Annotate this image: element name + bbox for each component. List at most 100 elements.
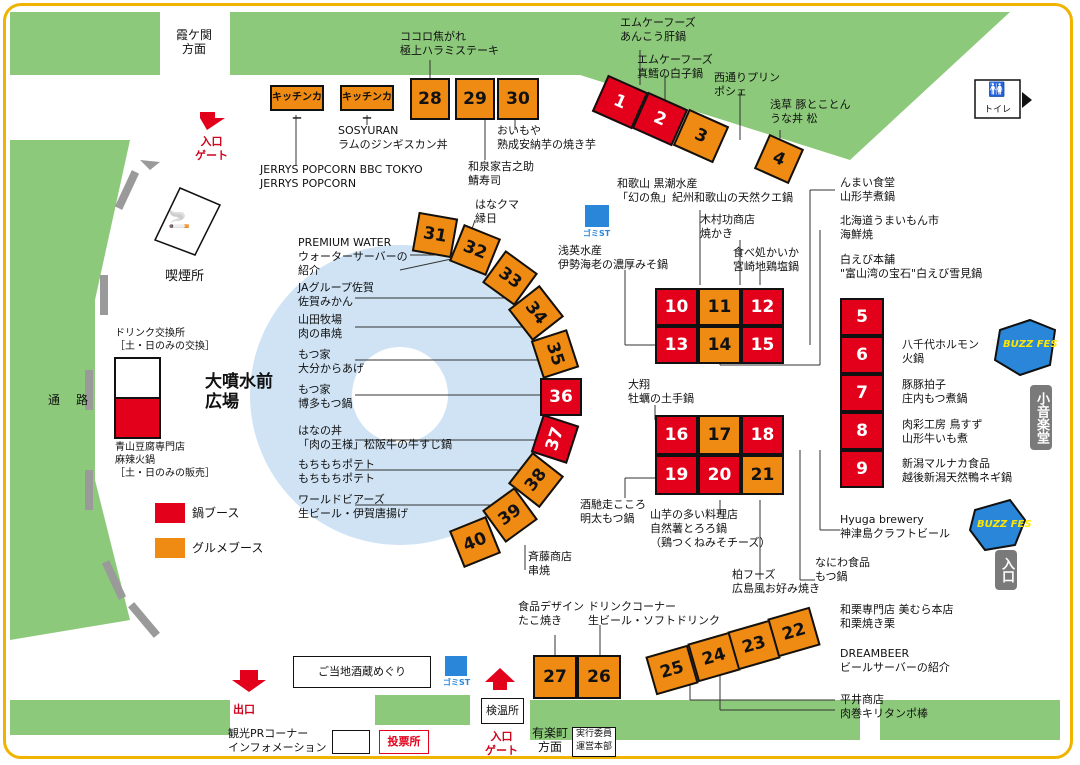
booth-5[interactable]: 5	[840, 298, 884, 336]
green-area-bottom-mid	[375, 695, 470, 725]
booth-19[interactable]: 19	[655, 455, 698, 495]
entrance-arrow-top	[200, 112, 225, 130]
booth-6[interactable]: 6	[840, 336, 884, 374]
legend-gurume-label: グルメブース	[192, 541, 264, 555]
exit-arrow	[232, 670, 266, 692]
trash-box-center	[585, 205, 609, 227]
stage-entrance-label: 入口	[995, 550, 1017, 590]
plaza-leader-lines	[355, 254, 555, 506]
plaza-label: 大噴水前広場	[205, 372, 273, 412]
label-entrance-top: 入口ゲート	[195, 135, 228, 162]
booth-11[interactable]: 11	[698, 288, 741, 326]
trash-box-bottom	[445, 656, 467, 676]
booth-9[interactable]: 9	[840, 450, 884, 488]
booth-18[interactable]: 18	[741, 415, 784, 455]
booth-15[interactable]: 15	[741, 326, 784, 364]
label-tonton: 豚豚拍子庄内もつ煮鍋	[902, 378, 968, 405]
trash-label-center: ゴミST	[583, 229, 611, 238]
smoking-area-label: 喫煙所	[165, 269, 205, 284]
label-yamada: 山田牧場肉の串焼	[298, 313, 342, 340]
drink-exchange-label: ドリンク交換所［土・日のみの交換］	[115, 328, 215, 352]
booth-26[interactable]: 26	[577, 655, 621, 699]
kanko-box	[332, 730, 370, 754]
buzz-fes-logo-top	[993, 318, 1057, 377]
label-mochimochi: もちもちポテトもちもちポテト	[298, 458, 375, 485]
label-asae: 浅英水産伊勢海老の濃厚みそ鍋	[558, 244, 668, 271]
legend-nabe-label: 鍋ブース	[192, 506, 240, 520]
smoking-icon: 🚬	[168, 209, 191, 230]
toilet-box	[974, 79, 1021, 119]
drink-shop-label: 青山豆腐専門店麻辣火鍋［土・日のみの販売］	[115, 442, 215, 479]
vote-box: 投票所	[379, 730, 429, 754]
label-road: 通 路	[48, 393, 91, 407]
label-entrance-bottom: 入口ゲート	[485, 730, 518, 757]
label-yamaimo: 山芋の多い料理店自然薯とろろ鍋（鶏つくねみそチーズ）	[650, 508, 771, 549]
booth-7[interactable]: 7	[840, 374, 884, 412]
label-shokuhin: 食品デザインたこ焼き	[518, 600, 584, 627]
green-area-left	[10, 140, 130, 640]
label-waguri: 和栗専門店 美むら本店和栗焼き栗	[840, 603, 954, 630]
label-kashiwa: 柏フーズ広島風お好み焼き	[732, 568, 820, 595]
label-hanano: はなの丼「肉の王様」松阪牛の牛すじ鍋	[298, 424, 452, 451]
leader-lines	[295, 50, 840, 711]
booth-31[interactable]: 31	[411, 211, 459, 259]
green-area-top-mid	[230, 12, 580, 75]
label-exit: 出口	[233, 703, 255, 716]
label-ja: JAグループ佐賀佐賀みかん	[298, 281, 374, 308]
label-kokoro: ココロ焦がれ極上ハラミステーキ	[400, 30, 499, 57]
kenon-box: 検温所	[481, 698, 524, 724]
road-arrows	[85, 160, 160, 638]
label-tabedokoro: 食べ処かいか宮崎地鶏塩鍋	[733, 246, 799, 273]
booth-21[interactable]: 21	[741, 455, 784, 495]
smoking-area-box	[153, 187, 222, 256]
buzz-fes-logo-bottom	[968, 498, 1027, 552]
label-nikusai: 肉彩工房 鳥すず山形牛いも煮	[902, 418, 983, 445]
label-niigata: 新潟マルナカ食品越後新潟天然鴨ネギ鍋	[902, 457, 1012, 484]
buzz-fes-logo-text-bottom: BUZZ FES	[977, 519, 1032, 530]
green-area-top-right	[580, 12, 1010, 160]
stage-small-label: 小音楽堂	[1030, 385, 1052, 450]
label-kasumigaseki: 霞ケ関方面	[176, 28, 213, 56]
label-izumi: 和泉家吉之助鯖寿司	[468, 160, 534, 187]
booth-27[interactable]: 27	[533, 655, 577, 699]
booth-13[interactable]: 13	[655, 326, 698, 364]
label-nmai: んまい食堂山形芋煮鍋	[840, 176, 895, 203]
booth-10[interactable]: 10	[655, 288, 698, 326]
label-mk-2: エムケーフーズ真鱈の白子鍋	[637, 53, 713, 80]
label-drink: ドリンクコーナー生ビール・ソフトドリンク	[588, 600, 720, 627]
booth-16[interactable]: 16	[655, 415, 698, 455]
entrance-arrow-bottom	[485, 668, 515, 690]
green-area-bottom-left	[10, 700, 230, 735]
booth-29[interactable]: 29	[455, 78, 495, 120]
booth-30[interactable]: 30	[497, 78, 539, 120]
booth-12[interactable]: 12	[741, 288, 784, 326]
label-motsuya-2: もつ家博多もつ鍋	[298, 383, 353, 410]
label-sakabashiri: 酒馳走こころ明太もつ鍋	[580, 498, 646, 525]
label-saito: 斉藤商店串焼	[528, 550, 572, 577]
booth-14[interactable]: 14	[698, 326, 741, 364]
label-yurakucho: 有楽町方面	[532, 726, 569, 754]
label-mk-1: エムケーフーズあんこう肝鍋	[620, 16, 696, 43]
booth-36[interactable]: 36	[540, 378, 582, 416]
booth-17[interactable]: 17	[698, 415, 741, 455]
kanko-label: 観光PRコーナーインフォメーション	[228, 727, 327, 754]
label-motsuya-1: もつ家大分からあげ	[298, 348, 364, 375]
legend-nabe-swatch	[155, 503, 185, 523]
booth-20[interactable]: 20	[698, 455, 741, 495]
legend-gurume-swatch	[155, 538, 185, 558]
booth-8[interactable]: 8	[840, 412, 884, 450]
label-hatchiyo: 八千代ホルモン火鍋	[902, 338, 979, 365]
label-oimoya: おいもや熟成安納芋の焼き芋	[497, 124, 596, 151]
booth-28[interactable]: 28	[410, 78, 450, 120]
label-kimura: 木村功商店焼かき	[700, 213, 755, 240]
kitchen-car-1: キッチンカー	[270, 85, 324, 125]
drink-exchange-box	[114, 357, 161, 399]
toilet-arrow	[1022, 92, 1032, 108]
kitchen-car-2: キッチンカー	[340, 85, 394, 125]
label-shiroebi: 白えび本舗"富山湾の宝石"白えび雪見鍋	[840, 253, 983, 280]
